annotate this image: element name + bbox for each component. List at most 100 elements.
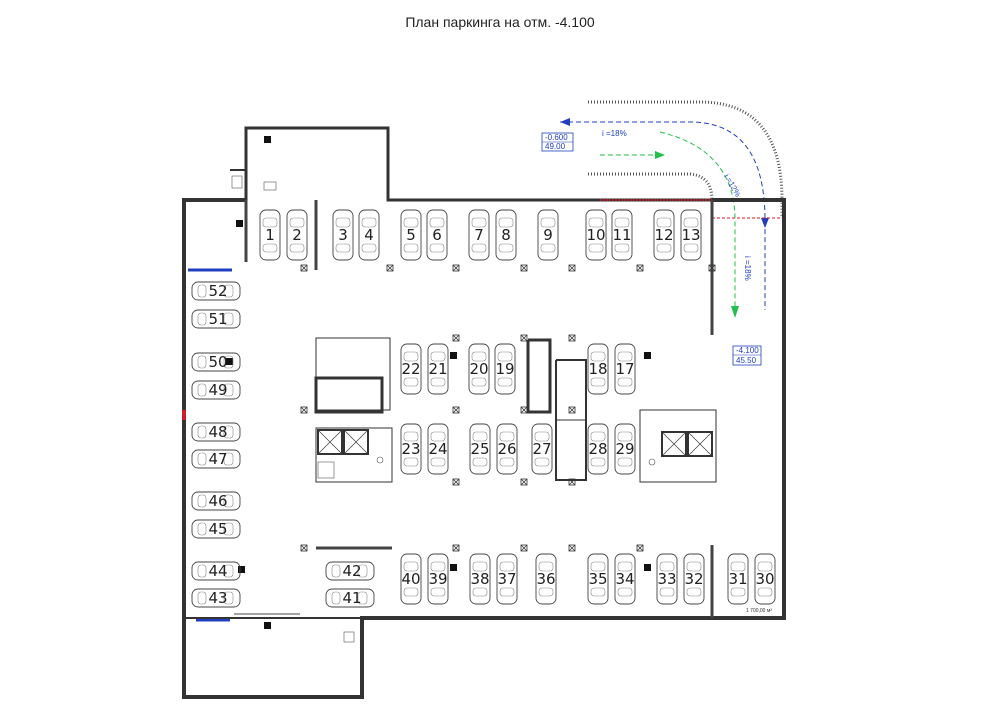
parking-spot-number: 4	[364, 226, 374, 244]
parking-spot-number: 7	[474, 226, 484, 244]
pillar-marker	[520, 334, 528, 342]
slope-label-top: i =18%	[602, 129, 627, 138]
pillar-marker	[568, 406, 576, 414]
parking-spot-number: 32	[684, 570, 703, 588]
wall-accents	[182, 199, 712, 622]
parking-spot: 21	[427, 343, 449, 395]
parking-spot-number: 22	[401, 360, 420, 378]
parking-spot-number: 8	[501, 226, 511, 244]
slope-label-right: i =18%	[743, 256, 752, 281]
pillar-marker	[636, 264, 644, 272]
pillar-marker	[452, 544, 460, 552]
parking-spot: 29	[614, 423, 636, 475]
parking-spot: 33	[656, 553, 678, 605]
parking-spot: 5	[400, 209, 422, 261]
ramp-wall-inner	[588, 172, 714, 201]
parking-spot: 30	[754, 553, 776, 605]
parking-spot-number: 30	[755, 570, 774, 588]
ramp-wall-outer	[588, 100, 784, 218]
parking-spot-number: 51	[208, 310, 227, 328]
pillar-markers	[300, 264, 716, 552]
parking-spot-number: 44	[208, 562, 227, 580]
core-right	[639, 409, 717, 483]
parking-spot: 50	[191, 352, 241, 372]
pillar-marker	[386, 264, 394, 272]
page-title: План паркинга на отм. -4.100	[405, 14, 595, 30]
parking-spot: 51	[191, 309, 241, 329]
ramp-green-arrowhead	[655, 151, 665, 159]
parking-spot-number: 5	[406, 226, 416, 244]
parking-spot: 44	[191, 561, 241, 581]
parking-spot: 36	[535, 553, 557, 605]
parking-spot-number: 10	[586, 226, 605, 244]
entry-elevation: -0.600	[545, 133, 568, 142]
parking-spot-number: 37	[497, 570, 516, 588]
parking-spot-number: 3	[338, 226, 348, 244]
parking-spot: 43	[191, 588, 241, 608]
parking-spot: 27	[531, 423, 553, 475]
outer-walls	[182, 126, 786, 699]
entry-level-mark: -0.600 49.00	[541, 132, 574, 152]
parking-spot-number: 17	[615, 360, 634, 378]
parking-spot-number: 39	[428, 570, 447, 588]
parking-spot: 34	[614, 553, 636, 605]
parking-spot-number: 18	[588, 360, 607, 378]
pillar-marker	[520, 544, 528, 552]
parking-spot: 7	[468, 209, 490, 261]
parking-spot: 47	[191, 449, 241, 469]
parking-spot: 52	[191, 281, 241, 301]
parking-spot: 17	[614, 343, 636, 395]
pillar-marker	[520, 478, 528, 486]
parking-spot-number: 42	[342, 562, 361, 580]
columns	[226, 136, 651, 629]
parking-spot: 40	[400, 553, 422, 605]
parking-spot-number: 33	[657, 570, 676, 588]
area-label: 1 700,00 м²	[746, 608, 772, 614]
parking-spot-number: 26	[497, 440, 516, 458]
parking-spot-number: 20	[469, 360, 488, 378]
pillar-marker	[300, 544, 308, 552]
parking-spot-number: 48	[208, 423, 227, 441]
parking-spot: 3	[332, 209, 354, 261]
parking-spot-number: 29	[615, 440, 634, 458]
parking-spot: 1	[259, 209, 281, 261]
pillar-marker	[568, 264, 576, 272]
parking-spot-number: 28	[588, 440, 607, 458]
parking-spot-number: 23	[401, 440, 420, 458]
parking-spot-number: 38	[470, 570, 489, 588]
pillar-marker	[520, 264, 528, 272]
parking-spot-number: 13	[681, 226, 700, 244]
parking-spot-number: 9	[543, 226, 553, 244]
pillar-marker	[636, 544, 644, 552]
pillar-marker	[300, 264, 308, 272]
parking-spot: 38	[469, 553, 491, 605]
parking-spot: 12	[653, 209, 675, 261]
parking-spot-number: 12	[654, 226, 673, 244]
ramp-blue-arrow	[560, 121, 766, 310]
parking-spot: 9	[537, 209, 559, 261]
parking-spot-number: 45	[208, 520, 227, 538]
parking-spot-number: 31	[728, 570, 747, 588]
parking-spot-number: 49	[208, 381, 227, 399]
parking-spot: 39	[427, 553, 449, 605]
ramp-green-arrowhead-down	[731, 306, 739, 318]
parking-spot-number: 24	[428, 440, 447, 458]
pillar-marker	[452, 406, 460, 414]
parking-spot: 19	[494, 343, 516, 395]
parking-spot: 10	[585, 209, 607, 261]
parking-spot: 11	[611, 209, 633, 261]
pillar-marker	[568, 478, 576, 486]
parking-spot-number: 40	[401, 570, 420, 588]
floor-elevation: -4.100	[736, 346, 759, 355]
floor-mark: 45.50	[736, 356, 757, 365]
parking-spot: 49	[191, 380, 241, 400]
parking-spot: 35	[587, 553, 609, 605]
parking-spot-number: 27	[532, 440, 551, 458]
parking-spot: 20	[468, 343, 490, 395]
parking-spot-number: 19	[495, 360, 514, 378]
pillar-marker	[568, 544, 576, 552]
parking-spot: 42	[325, 561, 375, 581]
pillar-marker	[452, 264, 460, 272]
